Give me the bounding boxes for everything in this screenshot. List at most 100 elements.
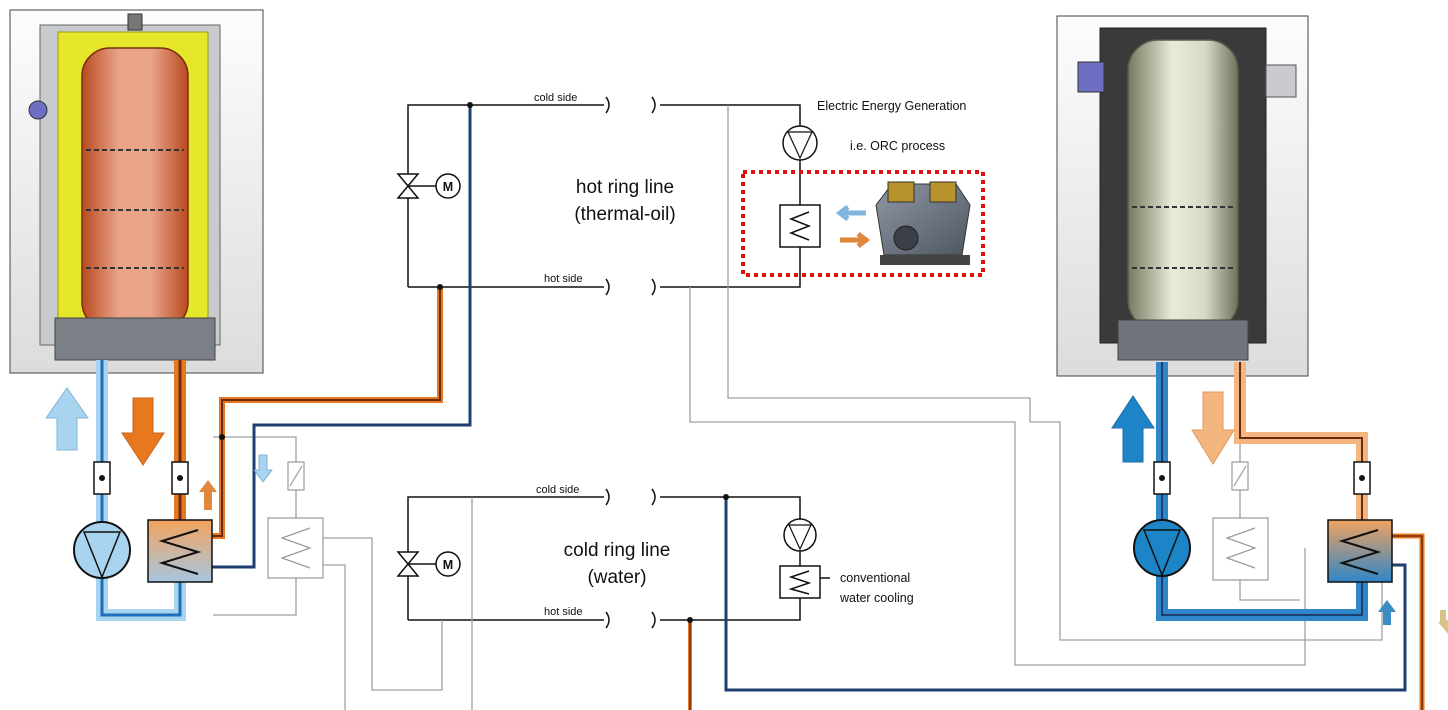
cold-ring-cold-side-pipe-right — [660, 496, 801, 520]
gray-pipe-right-hx-bottom — [1239, 580, 1300, 601]
right-active-hx-icon — [1327, 519, 1393, 583]
right-tank-left-port — [1077, 61, 1105, 93]
right-hx-to-hot-ring-dark — [1392, 535, 1423, 710]
left-inactive-valve-slash — [289, 465, 303, 487]
right-active-heat-exchanger — [1327, 519, 1393, 583]
cooling-label-line2: water cooling — [839, 591, 914, 605]
cold-ring-cold-side-break — [605, 488, 656, 506]
left-cold-flow-meter-dot — [99, 475, 105, 481]
hot-ring-title-line1: hot ring line — [576, 177, 674, 198]
right-inactive-unit — [1212, 461, 1269, 581]
orc-pump-icon-triangle — [787, 131, 813, 160]
right-hx-to-cold-ring-navy — [724, 497, 1407, 692]
orc-arrow-right-icon — [840, 232, 871, 248]
gray-pipe-hot-ring-to-right-tank — [727, 105, 1383, 641]
hot-ring-cold-side-pipe-right — [660, 104, 801, 126]
orc-engine-icon — [875, 181, 971, 265]
gray-pipe-left-hx-loop — [213, 436, 297, 462]
orc-hx-zigzag — [788, 211, 812, 241]
hot-ring-hot-side-pipe-right — [660, 262, 801, 288]
orc-subtitle: i.e. ORC process — [850, 139, 945, 153]
left-tank-base — [54, 317, 216, 361]
inactive-pipes — [213, 105, 1383, 710]
cooling-hx-zigzag — [788, 570, 812, 595]
orc-engine-head-left — [887, 181, 915, 203]
junction-dot — [467, 102, 473, 108]
left-active-heat-exchanger — [147, 519, 213, 583]
left-tank-side-flange — [28, 100, 48, 120]
cold-ring-motor-valve[interactable]: M — [396, 551, 461, 577]
right-active-hx-zigzag — [1338, 529, 1382, 575]
left-hx-to-hot-ring-dark — [212, 287, 441, 537]
hot-ring-title-line2: (thermal-oil) — [574, 204, 675, 225]
hot-ring-cold-side-label: cold side — [534, 92, 577, 104]
right-hot-flow-meter-dot — [1359, 475, 1365, 481]
right-inactive-hx-zigzag — [1225, 527, 1257, 569]
left-down-arrow-icon — [121, 397, 165, 466]
left-active-hx-icon — [147, 519, 213, 583]
cooling-pump-icon-triangle — [788, 524, 812, 551]
left-active-hx-zigzag — [158, 529, 202, 575]
junction-dot — [219, 434, 225, 440]
cooling-label-line1: conventional — [840, 571, 910, 585]
hot-ring-motor-label: M — [443, 180, 453, 194]
right-edge-down-arrow-icon — [1438, 610, 1448, 634]
right-circulation-pump[interactable] — [1133, 519, 1191, 578]
orc-engine-flywheel — [893, 225, 919, 251]
left-pump-icon — [73, 521, 131, 579]
gray-pipe-hot-ring-return — [689, 287, 1306, 666]
right-hx-to-hot-ring-orange — [1392, 533, 1425, 710]
left-small-down-arrow-icon — [253, 454, 273, 483]
left-storage-tank — [9, 9, 264, 374]
orc-arrow-left-icon — [835, 205, 866, 221]
water-cooling-unit: conventional water cooling — [779, 518, 914, 605]
left-inactive-heat-exchanger-icon — [267, 517, 324, 579]
right-storage-tank — [1056, 15, 1309, 377]
cold-ring-title-line1: cold ring line — [564, 540, 671, 561]
orc-heat-exchanger-icon — [779, 204, 821, 248]
junction-dots — [178, 102, 729, 623]
left-circulation-pump[interactable] — [73, 521, 131, 580]
right-pump-icon-triangle — [1142, 529, 1182, 578]
cold-ring-motor-label: M — [443, 558, 453, 572]
orc-engine-head-right — [929, 181, 957, 203]
junction-dot — [178, 476, 182, 480]
cold-ring-title-line2: (water) — [587, 567, 646, 588]
cold-ring-motor-icon — [435, 551, 461, 577]
gray-pipe-cold-ring-left-b — [320, 537, 443, 691]
hot-ring-motor-valve[interactable]: M — [396, 173, 461, 199]
cold-ring-hot-side-label: hot side — [544, 606, 583, 618]
right-down-arrow-icon — [1191, 391, 1235, 465]
cold-ring-hot-side-pipe-right — [660, 598, 801, 621]
hot-ring-hot-side-label: hot side — [544, 273, 583, 285]
left-tank-vessel — [81, 47, 189, 331]
right-tank-right-port — [1265, 64, 1297, 98]
hot-ring-cold-side-pipe-left — [407, 104, 604, 287]
cold-ring-cold-side-pipe-left — [407, 496, 604, 620]
right-pump-icon — [1133, 519, 1191, 577]
left-inactive-unit — [267, 461, 324, 605]
right-tank-base — [1117, 319, 1249, 361]
orc-title: Electric Energy Generation — [817, 99, 966, 113]
left-small-up-arrow-icon — [199, 480, 217, 510]
orc-border — [741, 170, 985, 277]
gray-pipe-left-hx-bottom — [213, 605, 297, 616]
orc-process: Electric Energy Generation i.e. ORC proc… — [741, 99, 985, 277]
cold-ring-hot-side-break — [605, 611, 656, 629]
gray-pipe-left-hx-outlet — [320, 564, 346, 710]
left-inactive-hx-zigzag — [280, 527, 312, 569]
left-tank-top-nozzle — [127, 13, 143, 31]
hot-ring-cold-side-break — [605, 96, 656, 114]
cooling-pump-icon — [783, 518, 817, 552]
hot-ring-hot-side-break — [605, 278, 656, 296]
left-pump-icon-triangle — [82, 531, 122, 580]
orc-engine-skid — [880, 255, 970, 265]
junction-dot — [687, 617, 693, 623]
right-tank-vessel — [1127, 39, 1239, 331]
orc-pump-icon — [782, 125, 818, 161]
cold-ring-line — [407, 488, 801, 629]
left-hx-return-navy — [212, 105, 472, 569]
left-up-arrow-icon — [45, 387, 89, 451]
junction-dot — [437, 284, 443, 290]
